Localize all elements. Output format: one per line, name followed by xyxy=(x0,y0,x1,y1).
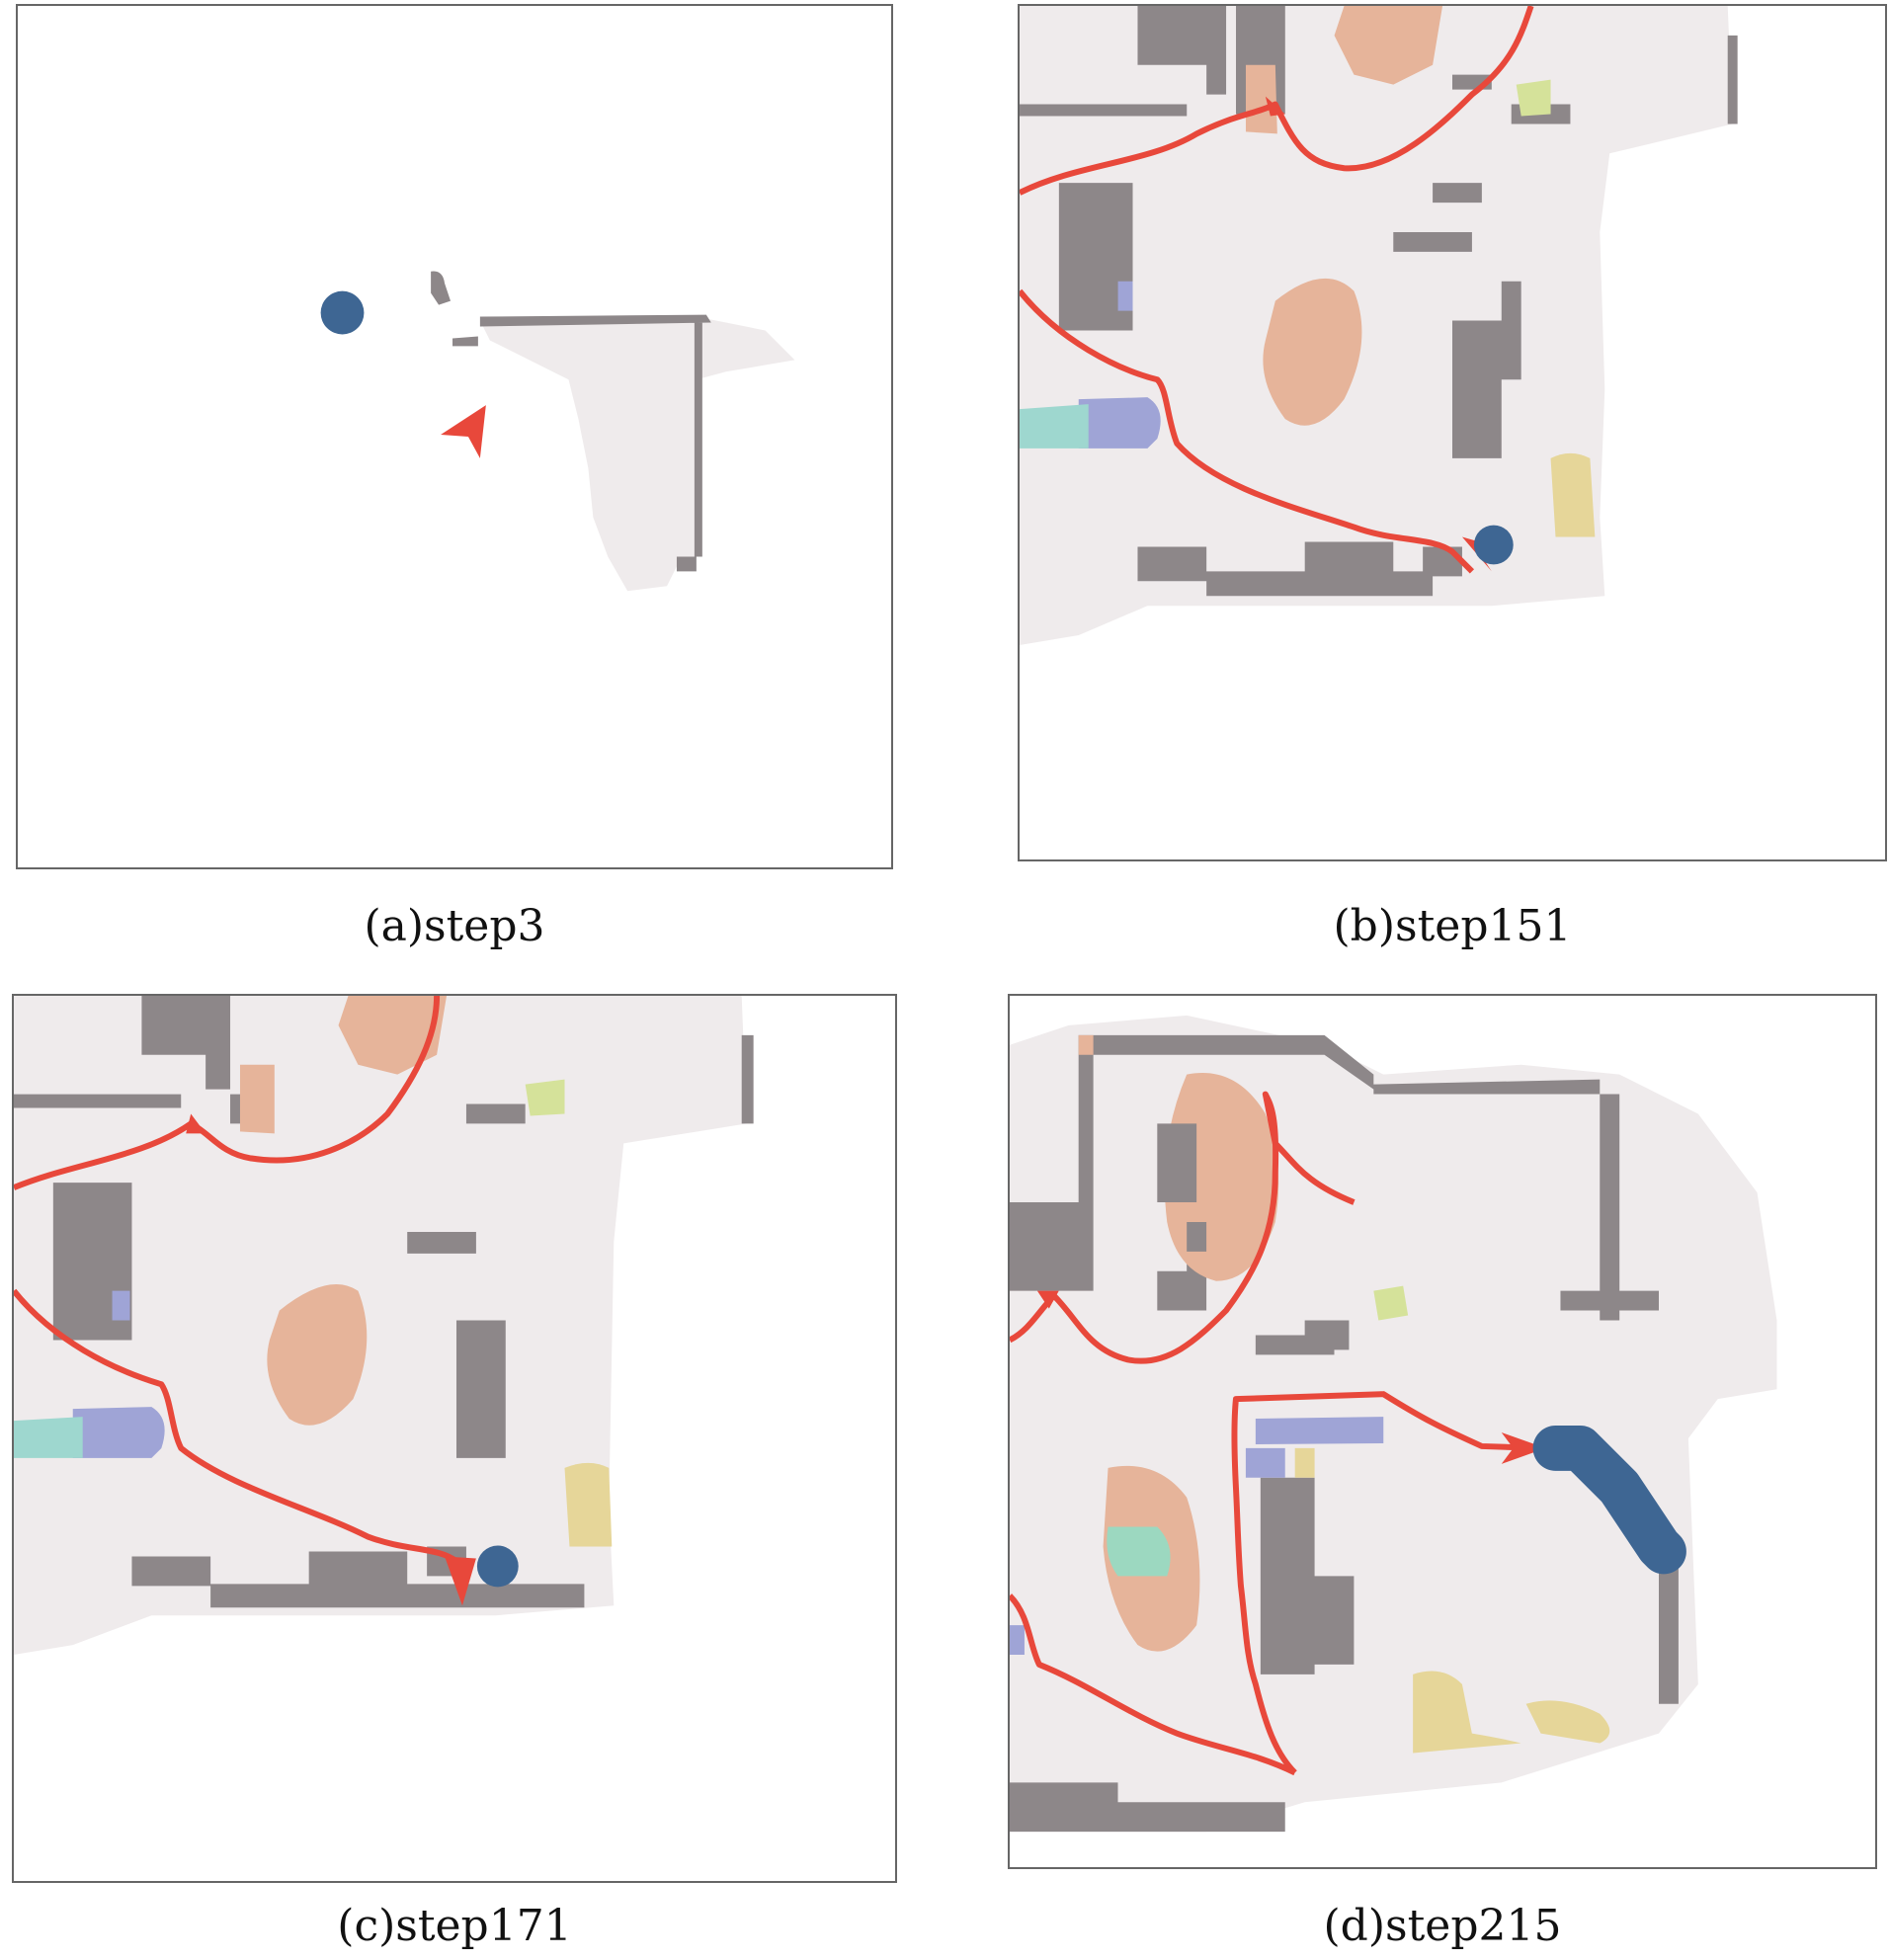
explored-area xyxy=(479,318,795,592)
semantic-map-b xyxy=(1020,6,1738,646)
object-orange xyxy=(1078,1034,1279,1652)
object-orange xyxy=(239,996,448,1426)
object-yellow xyxy=(1550,452,1596,537)
obstacle-fragment xyxy=(1157,1123,1207,1252)
map-panel-c xyxy=(12,994,897,1883)
caption-a: (a)step3 xyxy=(364,901,545,951)
object-lime xyxy=(1516,79,1551,117)
object-cyan xyxy=(14,1417,83,1458)
obstacle-wall xyxy=(1010,1034,1679,1833)
map-panel-d xyxy=(1008,994,1877,1869)
object-orange xyxy=(1245,6,1443,426)
semantic-map-a xyxy=(320,271,795,592)
object-lime xyxy=(1373,1285,1409,1321)
explored-area xyxy=(14,996,747,1656)
object-purple xyxy=(72,1290,165,1458)
trajectory-path xyxy=(1020,6,1534,574)
caption-c: (c)step171 xyxy=(337,1901,572,1951)
object-purple xyxy=(1010,1417,1384,1655)
caption-b: (b)step151 xyxy=(1333,901,1572,951)
object-purple xyxy=(1078,281,1161,449)
object-yellow xyxy=(564,1462,613,1547)
object-green xyxy=(1107,1526,1171,1577)
trajectory-path xyxy=(1010,1091,1541,1776)
semantic-map-d xyxy=(1010,1015,1777,1833)
semantic-map-c xyxy=(14,996,754,1656)
trajectory-path xyxy=(14,996,458,1564)
caption-d: (d)step215 xyxy=(1323,1901,1562,1951)
goal-region xyxy=(1532,1426,1686,1575)
agent-arrow-icon xyxy=(441,405,486,458)
goal-marker xyxy=(1473,525,1514,565)
map-panel-b xyxy=(1018,4,1887,861)
obstacle-fragment xyxy=(431,271,478,347)
goal-marker xyxy=(476,1545,519,1588)
object-cyan xyxy=(1020,404,1089,449)
map-panel-a xyxy=(16,4,893,869)
object-yellow xyxy=(1294,1447,1610,1754)
goal-marker xyxy=(320,290,365,335)
object-lime xyxy=(525,1079,565,1116)
